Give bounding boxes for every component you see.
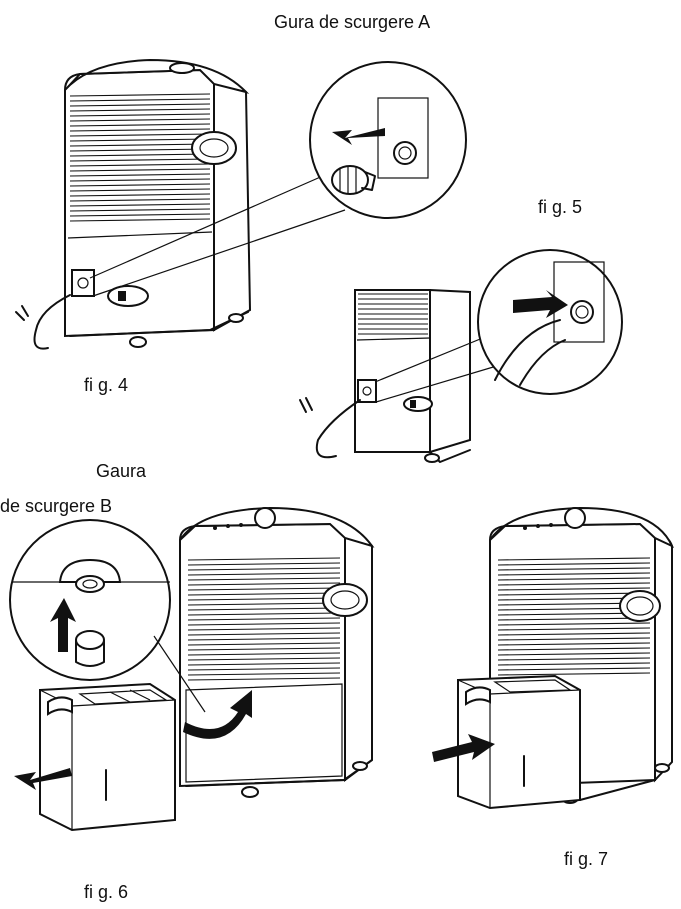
- grill-slat: [497, 627, 651, 631]
- grill-slat: [497, 562, 651, 566]
- grill-slat: [187, 567, 341, 571]
- grill-slat: [69, 178, 211, 182]
- grill-slat: [187, 642, 341, 646]
- grill-slat: [187, 577, 341, 581]
- grill-slat: [497, 577, 651, 581]
- grill-slat: [69, 123, 211, 127]
- grill-slat: [497, 632, 651, 636]
- drain-b-label-line2: de scurgere B: [0, 496, 113, 516]
- grill-slat: [69, 148, 211, 152]
- grill-slat: [187, 562, 341, 566]
- grill-slat: [187, 627, 341, 631]
- grill-slat: [187, 602, 341, 606]
- grill-slat: [187, 582, 341, 586]
- grill-slat: [69, 158, 211, 162]
- grill-slat: [497, 667, 651, 671]
- grill-slat: [69, 198, 211, 202]
- grill-slat: [69, 133, 211, 137]
- fig5-caption: fi g. 5: [538, 197, 583, 217]
- fig6-dehumidifier: [179, 506, 375, 798]
- drain-a-label: Gura de scurgere A: [274, 12, 431, 32]
- fig6-zoom-circle: [9, 519, 206, 713]
- grill-slat: [497, 622, 651, 626]
- grill-slat: [69, 138, 211, 142]
- grill-slat: [69, 128, 211, 132]
- grill-slat: [187, 557, 341, 561]
- grill-slat: [187, 617, 341, 621]
- grill-slat: [497, 557, 651, 561]
- grill-slat: [497, 582, 651, 586]
- grill-slat: [69, 143, 211, 147]
- drain-b-label-line1: Gaura: [96, 461, 147, 481]
- arrow-up-icon: [50, 598, 76, 652]
- fig7-dehumidifier: [432, 506, 675, 810]
- grill-slat: [187, 677, 341, 681]
- grill-slat: [69, 183, 211, 187]
- grill-slat: [69, 193, 211, 197]
- grill-slat: [187, 592, 341, 596]
- grill-slat: [69, 98, 211, 102]
- grill-slat: [69, 103, 211, 107]
- grill-slat: [69, 208, 211, 212]
- fig6-water-tank: [14, 682, 176, 832]
- grill-slat: [497, 672, 651, 676]
- grill-slat: [69, 153, 211, 157]
- grill-slat: [69, 218, 211, 222]
- grill-slat: [497, 587, 651, 591]
- grill-slat: [69, 93, 211, 97]
- grill-slat: [187, 572, 341, 576]
- grill-slat: [69, 173, 211, 177]
- grill-slat: [69, 188, 211, 192]
- arrow-left-icon: [332, 128, 385, 145]
- grill-slat: [187, 607, 341, 611]
- grill-slat: [187, 597, 341, 601]
- fig4-caption: fi g. 4: [84, 375, 129, 395]
- grill-slat: [69, 118, 211, 122]
- grill-slat: [497, 642, 651, 646]
- grill-slat: [187, 622, 341, 626]
- grill-slat: [187, 657, 341, 661]
- grill-slat: [187, 652, 341, 656]
- grill-slat: [187, 632, 341, 636]
- grill-slat: [187, 637, 341, 641]
- grill-slat: [497, 647, 651, 651]
- arrow-left-icon: [14, 768, 72, 790]
- fig6-caption: fi g. 6: [84, 882, 129, 902]
- grill-slat: [497, 662, 651, 666]
- grill-slat: [187, 612, 341, 616]
- grill-slat: [187, 662, 341, 666]
- grill-slat: [497, 652, 651, 656]
- arrow-right-icon: [513, 290, 568, 318]
- fig4-dehumidifier: [15, 58, 346, 350]
- grill-slat: [497, 567, 651, 571]
- grill-slat: [69, 213, 211, 217]
- grill-slat: [497, 617, 651, 621]
- grill-slat: [497, 657, 651, 661]
- grill-slat: [69, 168, 211, 172]
- fig5-zoom-circle: [477, 249, 623, 395]
- fig4-zoom-circle: [309, 61, 467, 219]
- arrow-right-icon: [432, 734, 495, 762]
- grill-slat: [497, 592, 651, 596]
- fig7-caption: fi g. 7: [564, 849, 609, 869]
- grill-slat: [187, 587, 341, 591]
- grill-slat: [497, 637, 651, 641]
- grill-slat: [187, 667, 341, 671]
- curved-arrow-icon: [183, 690, 252, 739]
- grill-slat: [69, 113, 211, 117]
- grill-slat: [187, 672, 341, 676]
- grill-slat: [187, 647, 341, 651]
- fig5-dehumidifier: [299, 288, 501, 463]
- grill-slat: [69, 203, 211, 207]
- grill-slat: [69, 163, 211, 167]
- grill-slat: [497, 572, 651, 576]
- grill-slat: [69, 108, 211, 112]
